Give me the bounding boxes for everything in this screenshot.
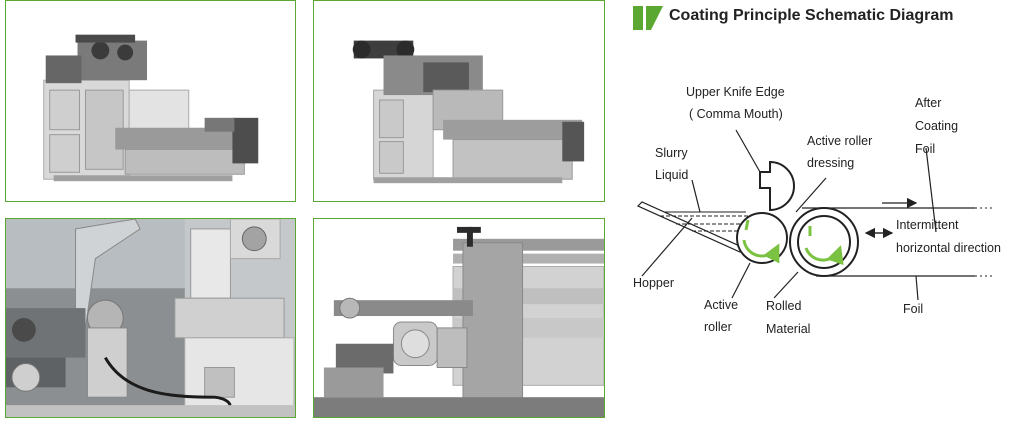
machine-front-view-photo <box>5 0 296 202</box>
title-mark-icon <box>633 6 663 30</box>
label-upper-knife-edge: Upper Knife Edge <box>686 85 785 99</box>
unwinder-closeup-photo <box>5 218 296 418</box>
label-after-coating-3: Foil <box>915 142 936 156</box>
label-liquid: Liquid <box>655 168 689 182</box>
label-comma-mouth: ( Comma Mouth) <box>689 107 783 121</box>
label-hopper: Hopper <box>633 276 674 290</box>
label-horizontal-direction: horizontal direction <box>896 241 1001 255</box>
label-active-roller-1: Active <box>704 298 739 312</box>
hopper-wall <box>636 201 746 253</box>
leader-lines <box>641 129 937 301</box>
diagram-title: Coating Principle Schematic Diagram <box>669 7 954 24</box>
upper-knife-edge-roller <box>759 160 795 212</box>
label-after-coating-1: After <box>915 96 942 110</box>
rolled-material-roller <box>789 207 859 277</box>
label-after-coating-2: Coating <box>915 119 959 133</box>
active-roller <box>736 212 788 264</box>
label-intermittent: Intermittent <box>896 218 959 232</box>
label-rolled-material-1: Rolled <box>766 299 802 313</box>
label-rolled-material-2: Material <box>766 322 811 336</box>
label-slurry: Slurry <box>655 146 688 160</box>
label-active-roller-dressing-2: dressing <box>807 156 855 170</box>
label-active-roller-2: roller <box>704 320 732 334</box>
machine-angled-view-photo <box>313 0 605 202</box>
coating-schematic <box>636 129 995 301</box>
label-foil: Foil <box>903 302 924 316</box>
roller-assembly-closeup-photo <box>313 218 605 418</box>
label-active-roller-dressing-1: Active roller <box>807 134 873 148</box>
